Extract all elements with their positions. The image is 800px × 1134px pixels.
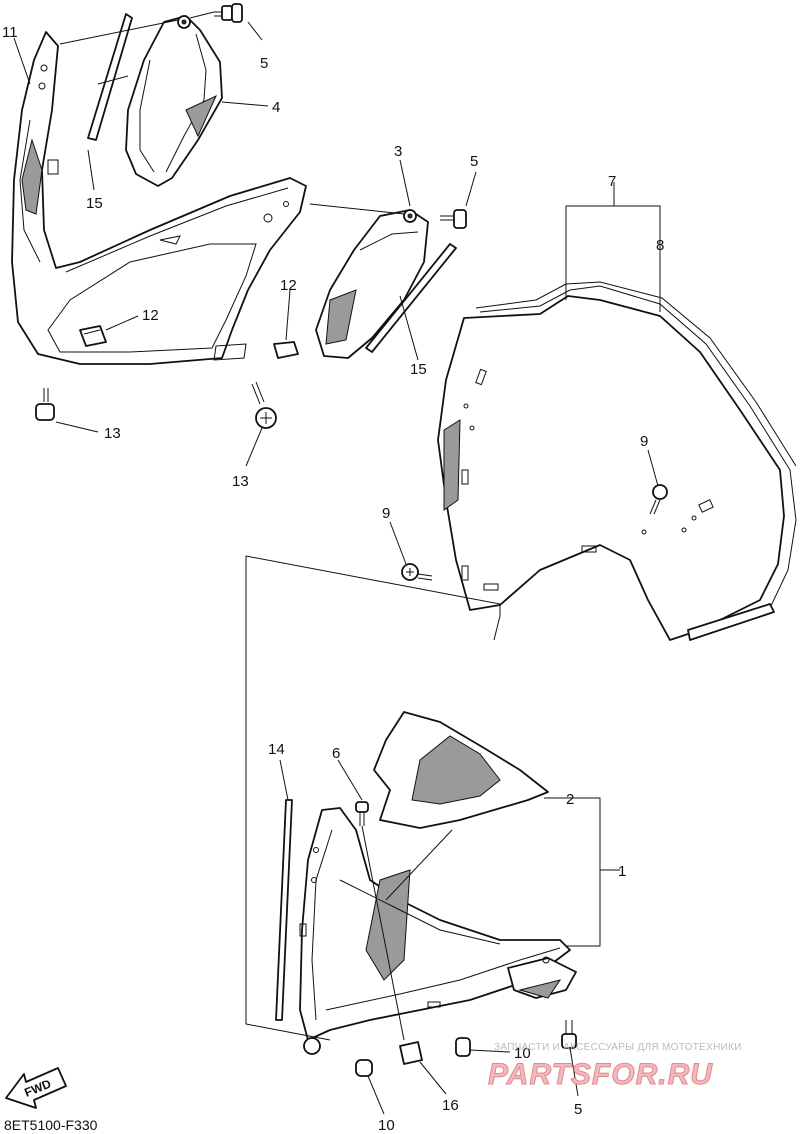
callout-9-lower: 9 bbox=[382, 505, 390, 522]
side-cowling-part-11 bbox=[11, 31, 307, 365]
bolt-part-5-middle bbox=[440, 209, 467, 229]
screw-part-9-lower bbox=[401, 563, 433, 581]
callout-8: 8 bbox=[656, 237, 664, 254]
callout-9-upper: 9 bbox=[640, 433, 648, 450]
callout-12-right: 12 bbox=[280, 277, 297, 294]
diagram-part-code: 8ET5100-F330 bbox=[4, 1117, 98, 1133]
air-duct-part-4 bbox=[125, 15, 223, 187]
windshield-part-8 bbox=[437, 281, 797, 641]
screw-part-13-left bbox=[35, 388, 55, 421]
callout-1: 1 bbox=[618, 863, 626, 880]
callout-4: 4 bbox=[272, 99, 280, 116]
grommet-part-10-right bbox=[455, 1037, 471, 1057]
callout-2: 2 bbox=[566, 791, 574, 808]
callout-11: 11 bbox=[2, 24, 18, 41]
callout-15-right: 15 bbox=[410, 361, 427, 378]
callout-15-upper: 15 bbox=[86, 195, 103, 212]
callout-12-left: 12 bbox=[142, 307, 159, 324]
callout-5-lower: 5 bbox=[574, 1101, 582, 1118]
clip-nut-part-12-right bbox=[273, 341, 299, 359]
callout-6: 6 bbox=[332, 745, 340, 762]
callout-5-upper: 5 bbox=[260, 55, 268, 72]
watermark-brand: PARTSFOR.RU bbox=[488, 1058, 713, 1091]
callout-3: 3 bbox=[394, 143, 402, 160]
clip-nut-part-12-left bbox=[79, 325, 107, 347]
callout-5-middle: 5 bbox=[470, 153, 478, 170]
grommet-part-10-left bbox=[355, 1059, 373, 1077]
callout-10-right: 10 bbox=[514, 1045, 531, 1062]
screw-part-6 bbox=[355, 801, 369, 826]
clip-nut-part-16 bbox=[399, 1041, 423, 1065]
callout-7: 7 bbox=[608, 173, 616, 190]
callout-16: 16 bbox=[442, 1097, 459, 1114]
front-cowl-assembly-part-1 bbox=[299, 711, 577, 1055]
rod-part-14 bbox=[275, 799, 293, 1021]
air-duct-part-3 bbox=[315, 209, 429, 359]
trim-strip-part-15-right bbox=[365, 243, 457, 353]
callout-10-left: 10 bbox=[378, 1117, 395, 1134]
screw-part-13-right bbox=[251, 381, 277, 429]
leader-lines bbox=[13, 11, 661, 1115]
bolt-part-5-upper bbox=[214, 3, 243, 23]
fwd-arrow-icon: FWD bbox=[5, 1067, 67, 1109]
callout-14: 14 bbox=[268, 741, 285, 758]
bolt-part-5-lower bbox=[561, 1020, 577, 1049]
callout-13-left: 13 bbox=[104, 425, 121, 442]
screw-part-9-upper bbox=[649, 484, 668, 515]
callout-13-right: 13 bbox=[232, 473, 249, 490]
watermark-tagline: ЗАПЧАСТИ И АКСЕССУАРЫ ДЛЯ МОТОТЕХНИКИ bbox=[494, 1042, 742, 1053]
trim-strip-part-15-upper bbox=[87, 13, 133, 141]
